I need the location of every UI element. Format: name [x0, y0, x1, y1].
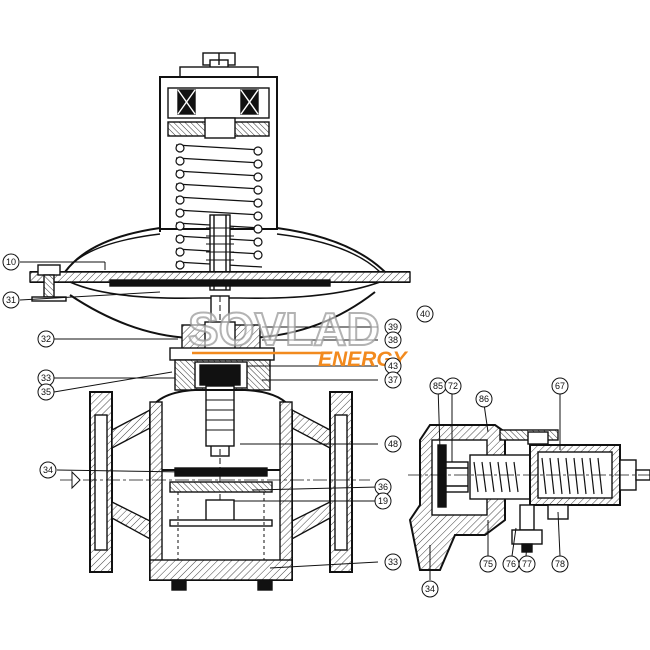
leader-lines	[19, 261, 561, 580]
svg-text:75: 75	[483, 559, 493, 569]
callout-86: 86	[475, 390, 493, 408]
spring-housing	[159, 76, 278, 291]
svg-text:33: 33	[41, 373, 51, 383]
pilot-detail	[408, 424, 650, 571]
callout-35: 35	[37, 383, 55, 401]
callout-33-left: 33	[37, 369, 55, 387]
svg-text:72: 72	[448, 381, 458, 391]
callout-32: 32	[37, 330, 55, 348]
callout-48: 48	[384, 435, 402, 453]
callout-75: 75	[479, 555, 497, 573]
callout-77: 77	[518, 555, 536, 573]
svg-text:34: 34	[425, 584, 435, 594]
svg-text:78: 78	[555, 559, 565, 569]
svg-text:19: 19	[378, 496, 388, 506]
main-regulator	[29, 52, 411, 591]
adjusting-cap	[179, 52, 259, 80]
svg-text:34: 34	[43, 465, 53, 475]
svg-text:31: 31	[6, 295, 16, 305]
callout-31: 31	[2, 291, 20, 309]
callout-40: 40	[416, 305, 434, 323]
svg-text:10: 10	[6, 257, 16, 267]
callout-34-left: 34	[39, 461, 57, 479]
svg-text:43: 43	[388, 361, 398, 371]
callout-34-right: 34	[421, 580, 439, 598]
watermark-brand: SOVLAD	[188, 303, 380, 355]
svg-text:40: 40	[420, 309, 430, 319]
svg-text:37: 37	[388, 375, 398, 385]
svg-text:39: 39	[388, 322, 398, 332]
callout-72: 72	[444, 377, 462, 395]
callout-67: 67	[551, 377, 569, 395]
svg-text:77: 77	[522, 559, 532, 569]
main-spring	[175, 143, 263, 270]
callout-19: 19	[374, 492, 392, 510]
valve-body	[60, 389, 370, 591]
svg-text:85: 85	[433, 381, 443, 391]
callout-10: 10	[2, 253, 20, 271]
svg-text:33: 33	[388, 557, 398, 567]
callout-76: 76	[502, 555, 520, 573]
svg-text:48: 48	[388, 439, 398, 449]
callout-33-right: 33	[384, 553, 402, 571]
callouts: 10 31 32 33 35 34 39 40 38 43 37 48 36 1…	[2, 253, 569, 598]
svg-text:38: 38	[388, 335, 398, 345]
callout-38: 38	[384, 331, 402, 349]
svg-text:76: 76	[506, 559, 516, 569]
svg-text:86: 86	[479, 394, 489, 404]
valve-stem	[169, 295, 275, 523]
svg-text:32: 32	[41, 334, 51, 344]
svg-text:36: 36	[378, 482, 388, 492]
callout-37: 37	[384, 371, 402, 389]
svg-text:67: 67	[555, 381, 565, 391]
callout-43: 43	[384, 357, 402, 375]
svg-text:35: 35	[41, 387, 51, 397]
callout-85: 85	[429, 377, 447, 395]
callout-78: 78	[551, 555, 569, 573]
